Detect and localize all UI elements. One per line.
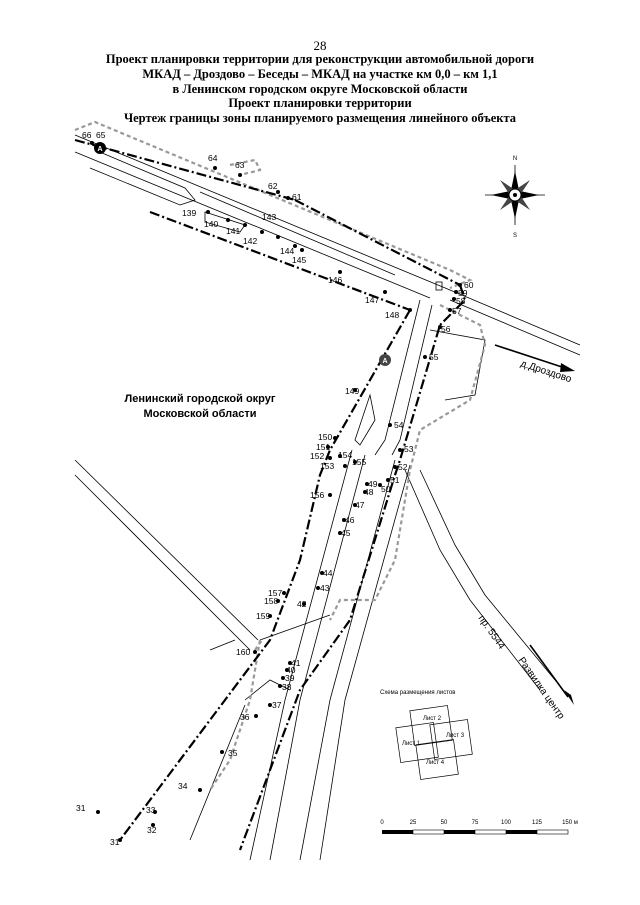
point-label: 59: [458, 288, 468, 298]
point-label: 44: [323, 568, 333, 578]
point-label: 60: [464, 280, 474, 290]
point-label: 158: [264, 596, 278, 606]
point-label: 149: [345, 386, 359, 396]
title-line-5: Чертеж границы зоны планируемого размеще…: [123, 111, 517, 125]
point-label: 64: [208, 153, 218, 163]
razvilka-arrow: пр. 5544 Развилка центр: [476, 613, 574, 722]
point-label: 45: [341, 528, 351, 538]
point-label: 160: [236, 647, 250, 657]
point-label: 42: [297, 599, 307, 609]
scale-tick: 150 м: [562, 820, 578, 826]
sheet-4-label: Лист 4: [426, 760, 445, 766]
section-marker-a: А: [94, 142, 106, 154]
point-label: 31: [76, 803, 86, 813]
building-icon: [435, 281, 443, 291]
scale-tick: 75: [472, 820, 479, 826]
title-line-2: МКАД – Дроздово – Беседы – МКАД на участ…: [142, 67, 498, 81]
svg-text:S: S: [513, 233, 517, 239]
svg-text:А: А: [382, 358, 387, 365]
sheet-1-label: Лист 1: [402, 741, 421, 747]
point-label: 148: [385, 310, 399, 320]
point-label: 38: [282, 682, 292, 692]
svg-text:N: N: [513, 156, 517, 162]
point-label: 39: [285, 673, 295, 683]
drozdovo-arrow: д.Дроздово: [494, 344, 575, 385]
point-label: 140: [204, 219, 218, 229]
svg-text:пр. 5544: пр. 5544: [476, 613, 508, 651]
zone-boundary: [74, 138, 467, 851]
point-label: 141: [226, 226, 240, 236]
point-label: 157: [268, 588, 282, 598]
point-label: 35: [228, 748, 238, 758]
title-line-1: Проект планировки территории для реконст…: [105, 52, 535, 66]
point-label: 150: [318, 432, 332, 442]
title-line-4: Проект планировки территории: [228, 96, 412, 110]
point-label: 47: [355, 500, 365, 510]
point-label: 152: [310, 451, 324, 461]
point-label: 63: [235, 160, 245, 170]
point-label: 139: [182, 208, 196, 218]
scale-tick: 125: [532, 820, 543, 826]
inset-title: Схема размещения листов: [380, 690, 455, 696]
point-label: 58: [456, 296, 466, 306]
point-label: 53: [404, 444, 414, 454]
point-label: 55: [429, 352, 439, 362]
sheet-2-label: Лист 2: [423, 716, 442, 722]
plot-boundaries: [74, 120, 487, 791]
svg-text:А: А: [97, 146, 102, 153]
point-label: 43: [320, 583, 330, 593]
point-label: 41: [291, 658, 301, 668]
point-label: 49: [368, 479, 378, 489]
svg-text:Развилка центр: Развилка центр: [516, 655, 567, 721]
point-label: 48: [364, 487, 374, 497]
page-number: 28: [313, 38, 327, 53]
point-label: 62: [268, 181, 278, 191]
scale-tick: 100: [501, 820, 512, 826]
point-label: 142: [243, 236, 257, 246]
point-label: 46: [345, 515, 355, 525]
point-label: 32: [147, 825, 157, 835]
point-label: 36: [240, 712, 250, 722]
point-label: 147: [365, 295, 379, 305]
point-label: 52: [398, 462, 408, 472]
point-label: 40: [286, 665, 296, 675]
section-marker-a: А: [379, 354, 391, 366]
point-label: 156: [310, 490, 324, 500]
point-label: 143: [262, 212, 276, 222]
point-label: 65: [96, 130, 106, 140]
point-label: 145: [292, 255, 306, 265]
point-label: 34: [178, 781, 188, 791]
point-label: 51: [390, 475, 400, 485]
point-label: 54: [394, 420, 404, 430]
point-label: 61: [292, 192, 302, 202]
scale-tick: 25: [410, 820, 417, 826]
point-label: 31: [110, 837, 120, 847]
point-label: 153: [320, 461, 334, 471]
road-edges: [74, 134, 581, 861]
point-label: 37: [272, 700, 282, 710]
point-label: 144: [280, 246, 294, 256]
scale-bar: 0 25 50 75 100 125 150 м: [380, 820, 578, 835]
sheet-3-label: Лист 3: [446, 733, 465, 739]
scale-tick: 0: [380, 820, 384, 826]
scale-tick: 50: [441, 820, 448, 826]
point-label: 33: [146, 805, 156, 815]
compass-icon: N S: [485, 156, 545, 239]
point-label: 56: [441, 324, 451, 334]
point-label: 146: [328, 275, 342, 285]
point-labels: 66 65 64 63 62 61 139 140 141 142 143 14…: [76, 130, 474, 847]
sheet-layout-inset: Схема размещения листов Лист 1 Лист 2 Ли…: [380, 690, 473, 780]
point-label: 155: [352, 457, 366, 467]
point-label: 154: [338, 450, 352, 460]
point-label: 57: [452, 306, 462, 316]
region-label-line-2: Московской области: [143, 408, 256, 420]
point-label: 159: [256, 611, 270, 621]
title-line-3: в Ленинском городском округе Московской …: [172, 82, 468, 96]
point-label: 50: [381, 484, 391, 494]
point-label: 66: [82, 130, 92, 140]
region-label-line-1: Ленинский городской округ: [125, 393, 276, 405]
boundary-points: [90, 141, 462, 842]
point-label: 151: [316, 442, 330, 452]
